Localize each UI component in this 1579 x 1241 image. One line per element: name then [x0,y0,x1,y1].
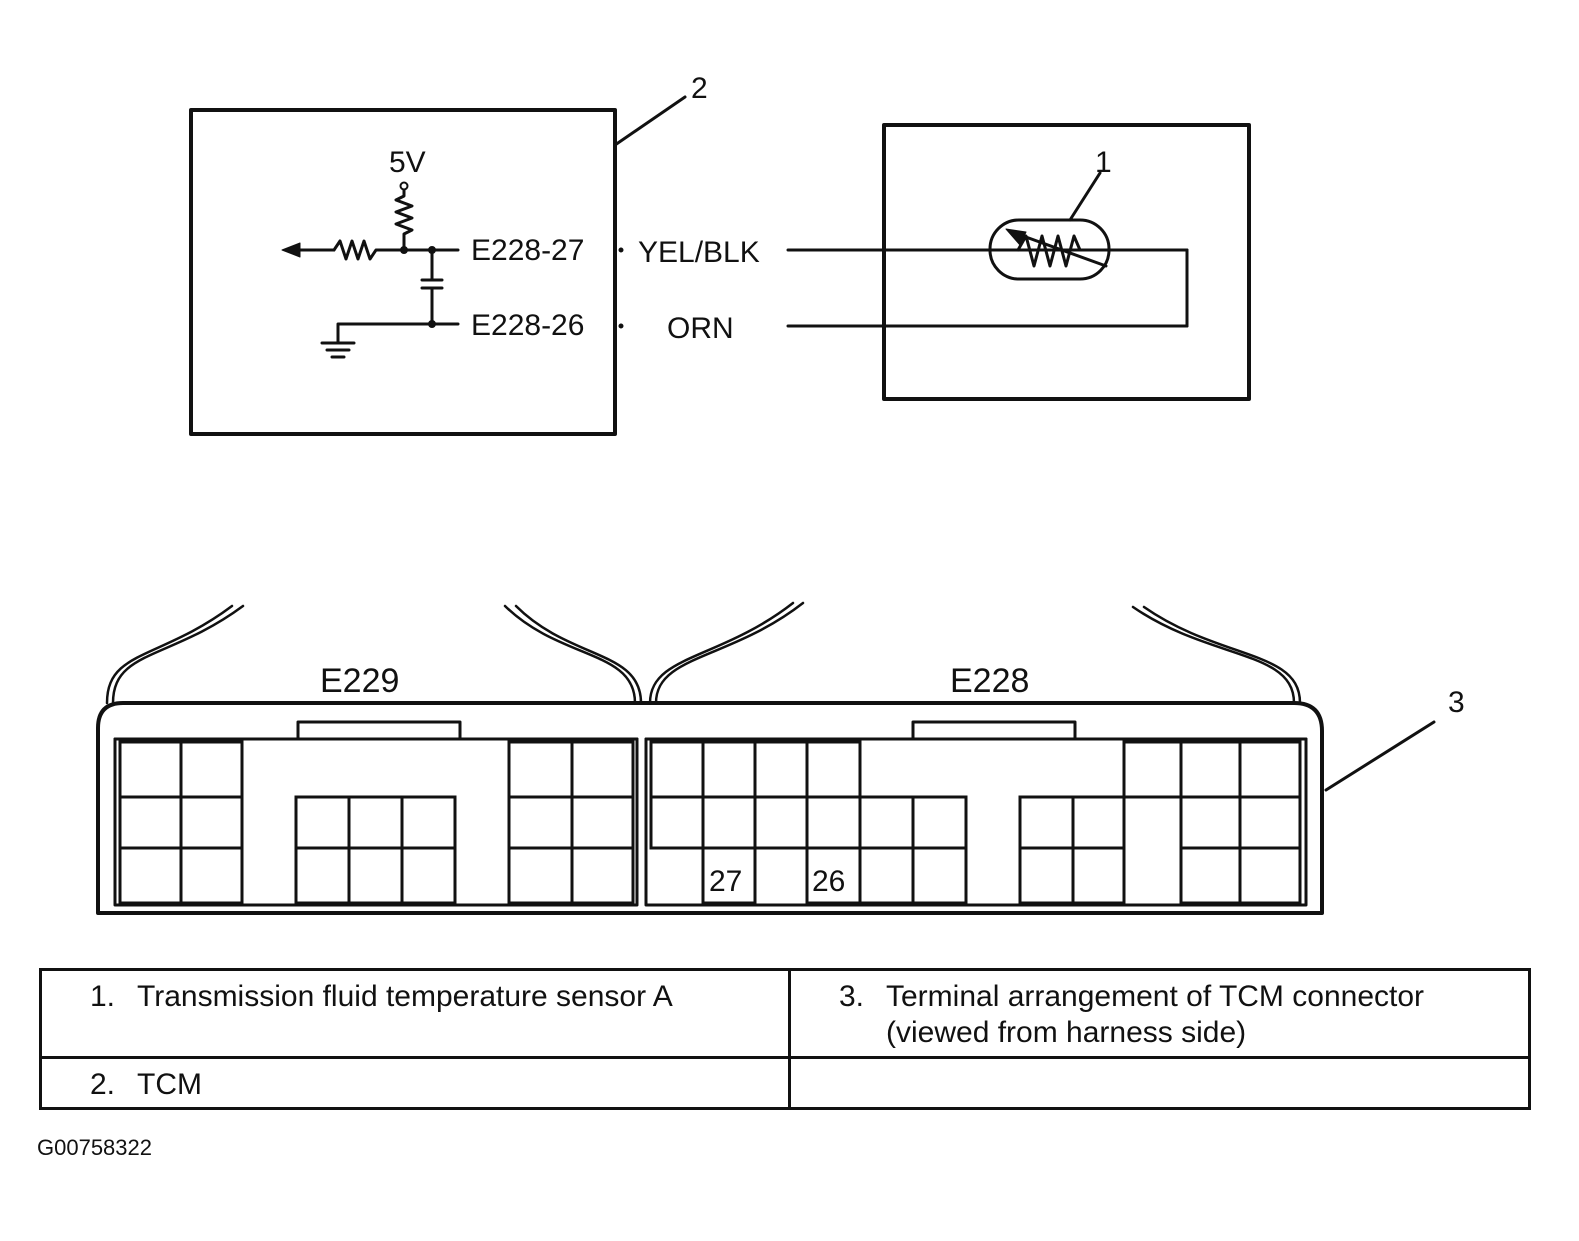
terminal-cell [1122,740,1183,799]
legend-text: Transmission fluid temperature sensor A [137,980,673,1013]
terminal-cell [507,795,574,850]
terminal-cell [701,740,757,799]
connector-label-e228: E228 [950,662,1029,700]
terminal-cell [1018,846,1075,905]
legend-table: 1. Transmission fluid temperature sensor… [39,968,1531,1110]
terminal-cell [507,740,574,799]
connector-label-e229: E229 [320,662,399,700]
pin-27-label: E228-27 [471,234,584,267]
legend-number [791,1067,886,1107]
thermistor-zigzag [1016,234,1082,268]
thermistor-body [988,218,1111,281]
legend-text [886,1067,1528,1107]
terminal-cell [1238,846,1302,905]
tcm-callout-leader [613,95,687,147]
e229-key [113,720,639,741]
e229-bracket [503,604,643,705]
e228-bracket [1131,605,1302,705]
terminal-cell [805,740,862,799]
terminal-cell [570,740,635,799]
ground-line [336,322,460,344]
legend-number: 1. [89,980,115,1013]
terminal-cell [294,795,351,850]
terminal-cell [911,795,968,850]
legend-number: 3. [838,980,864,1013]
terminal-cell [570,795,635,850]
legend-cell [788,1059,1528,1107]
series-resistor [332,239,434,261]
tcm-callout: 2 [691,72,708,105]
signal-wire-color: YEL/BLK [638,236,760,269]
terminal-cell [1179,740,1242,799]
terminal-cell [701,795,757,850]
terminal-cell [858,846,915,905]
output-arrow-head [281,242,301,258]
sensor-callout: 1 [1095,146,1112,179]
terminal-cell [347,795,404,850]
terminal-cell [118,846,183,905]
terminal-cell [1179,795,1242,850]
terminal-cell [701,846,757,905]
legend-text: TCM [137,1068,202,1101]
terminal-cell [118,740,183,799]
terminal-cell [1179,846,1242,905]
terminal-cell [179,740,244,799]
terminal-dot [618,247,624,253]
pin-26-label: E228-26 [471,309,584,342]
terminal-cell [911,846,968,905]
terminal-cell [1238,740,1302,799]
e229-bracket [105,604,245,705]
terminal-cell [858,795,915,850]
terminal-cell [179,795,244,850]
terminal-cell [805,795,862,850]
connector-callout-leader [1324,720,1436,792]
pin-number-26: 26 [812,865,845,898]
junction-dot [400,246,408,254]
terminal-cells [118,740,1302,905]
terminal-cell [649,795,705,850]
legend-cell: 3. Terminal arrangement of TCM connector… [788,971,1528,1059]
terminal-cell [649,740,705,799]
terminal-dot [618,323,624,329]
supply-voltage-label: 5V [389,146,426,179]
legend-number: 2. [89,1068,115,1101]
supply-terminal [399,181,409,191]
terminal-cell [347,846,404,905]
legend-cell: 2. TCM [42,1059,788,1107]
sensor-callout-leader [1068,171,1102,222]
terminal-cell [1238,795,1302,850]
e229-block [113,737,639,907]
ground-wire-color: ORN [667,312,734,345]
legend-cell: 1. Transmission fluid temperature sensor… [42,971,788,1059]
terminal-cell [400,795,457,850]
pull-up-resistor [394,188,414,252]
terminal-cell [1071,795,1126,850]
terminal-cell [1018,795,1075,850]
e228-block [644,737,1308,907]
pin-number-27: 27 [709,865,742,898]
thermistor-arrow [1010,230,1108,268]
connector-callout: 3 [1448,686,1465,719]
terminal-cell [1071,846,1126,905]
terminal-cell [753,795,809,850]
thermistor-arrow-head [1005,228,1027,246]
terminal-cell [400,846,457,905]
tcm-box [189,108,617,436]
terminal-cell [507,846,574,905]
sensor-box [882,123,1251,401]
terminal-cell [294,846,351,905]
e228-key [644,720,1308,741]
figure-id: G00758322 [37,1135,152,1160]
terminal-cell [118,795,183,850]
terminal-cell [179,846,244,905]
terminal-cell [570,846,635,905]
e228-bracket [648,601,805,705]
terminal-cell [753,740,809,799]
legend-text: Terminal arrangement of TCM connector (v… [886,980,1425,1049]
